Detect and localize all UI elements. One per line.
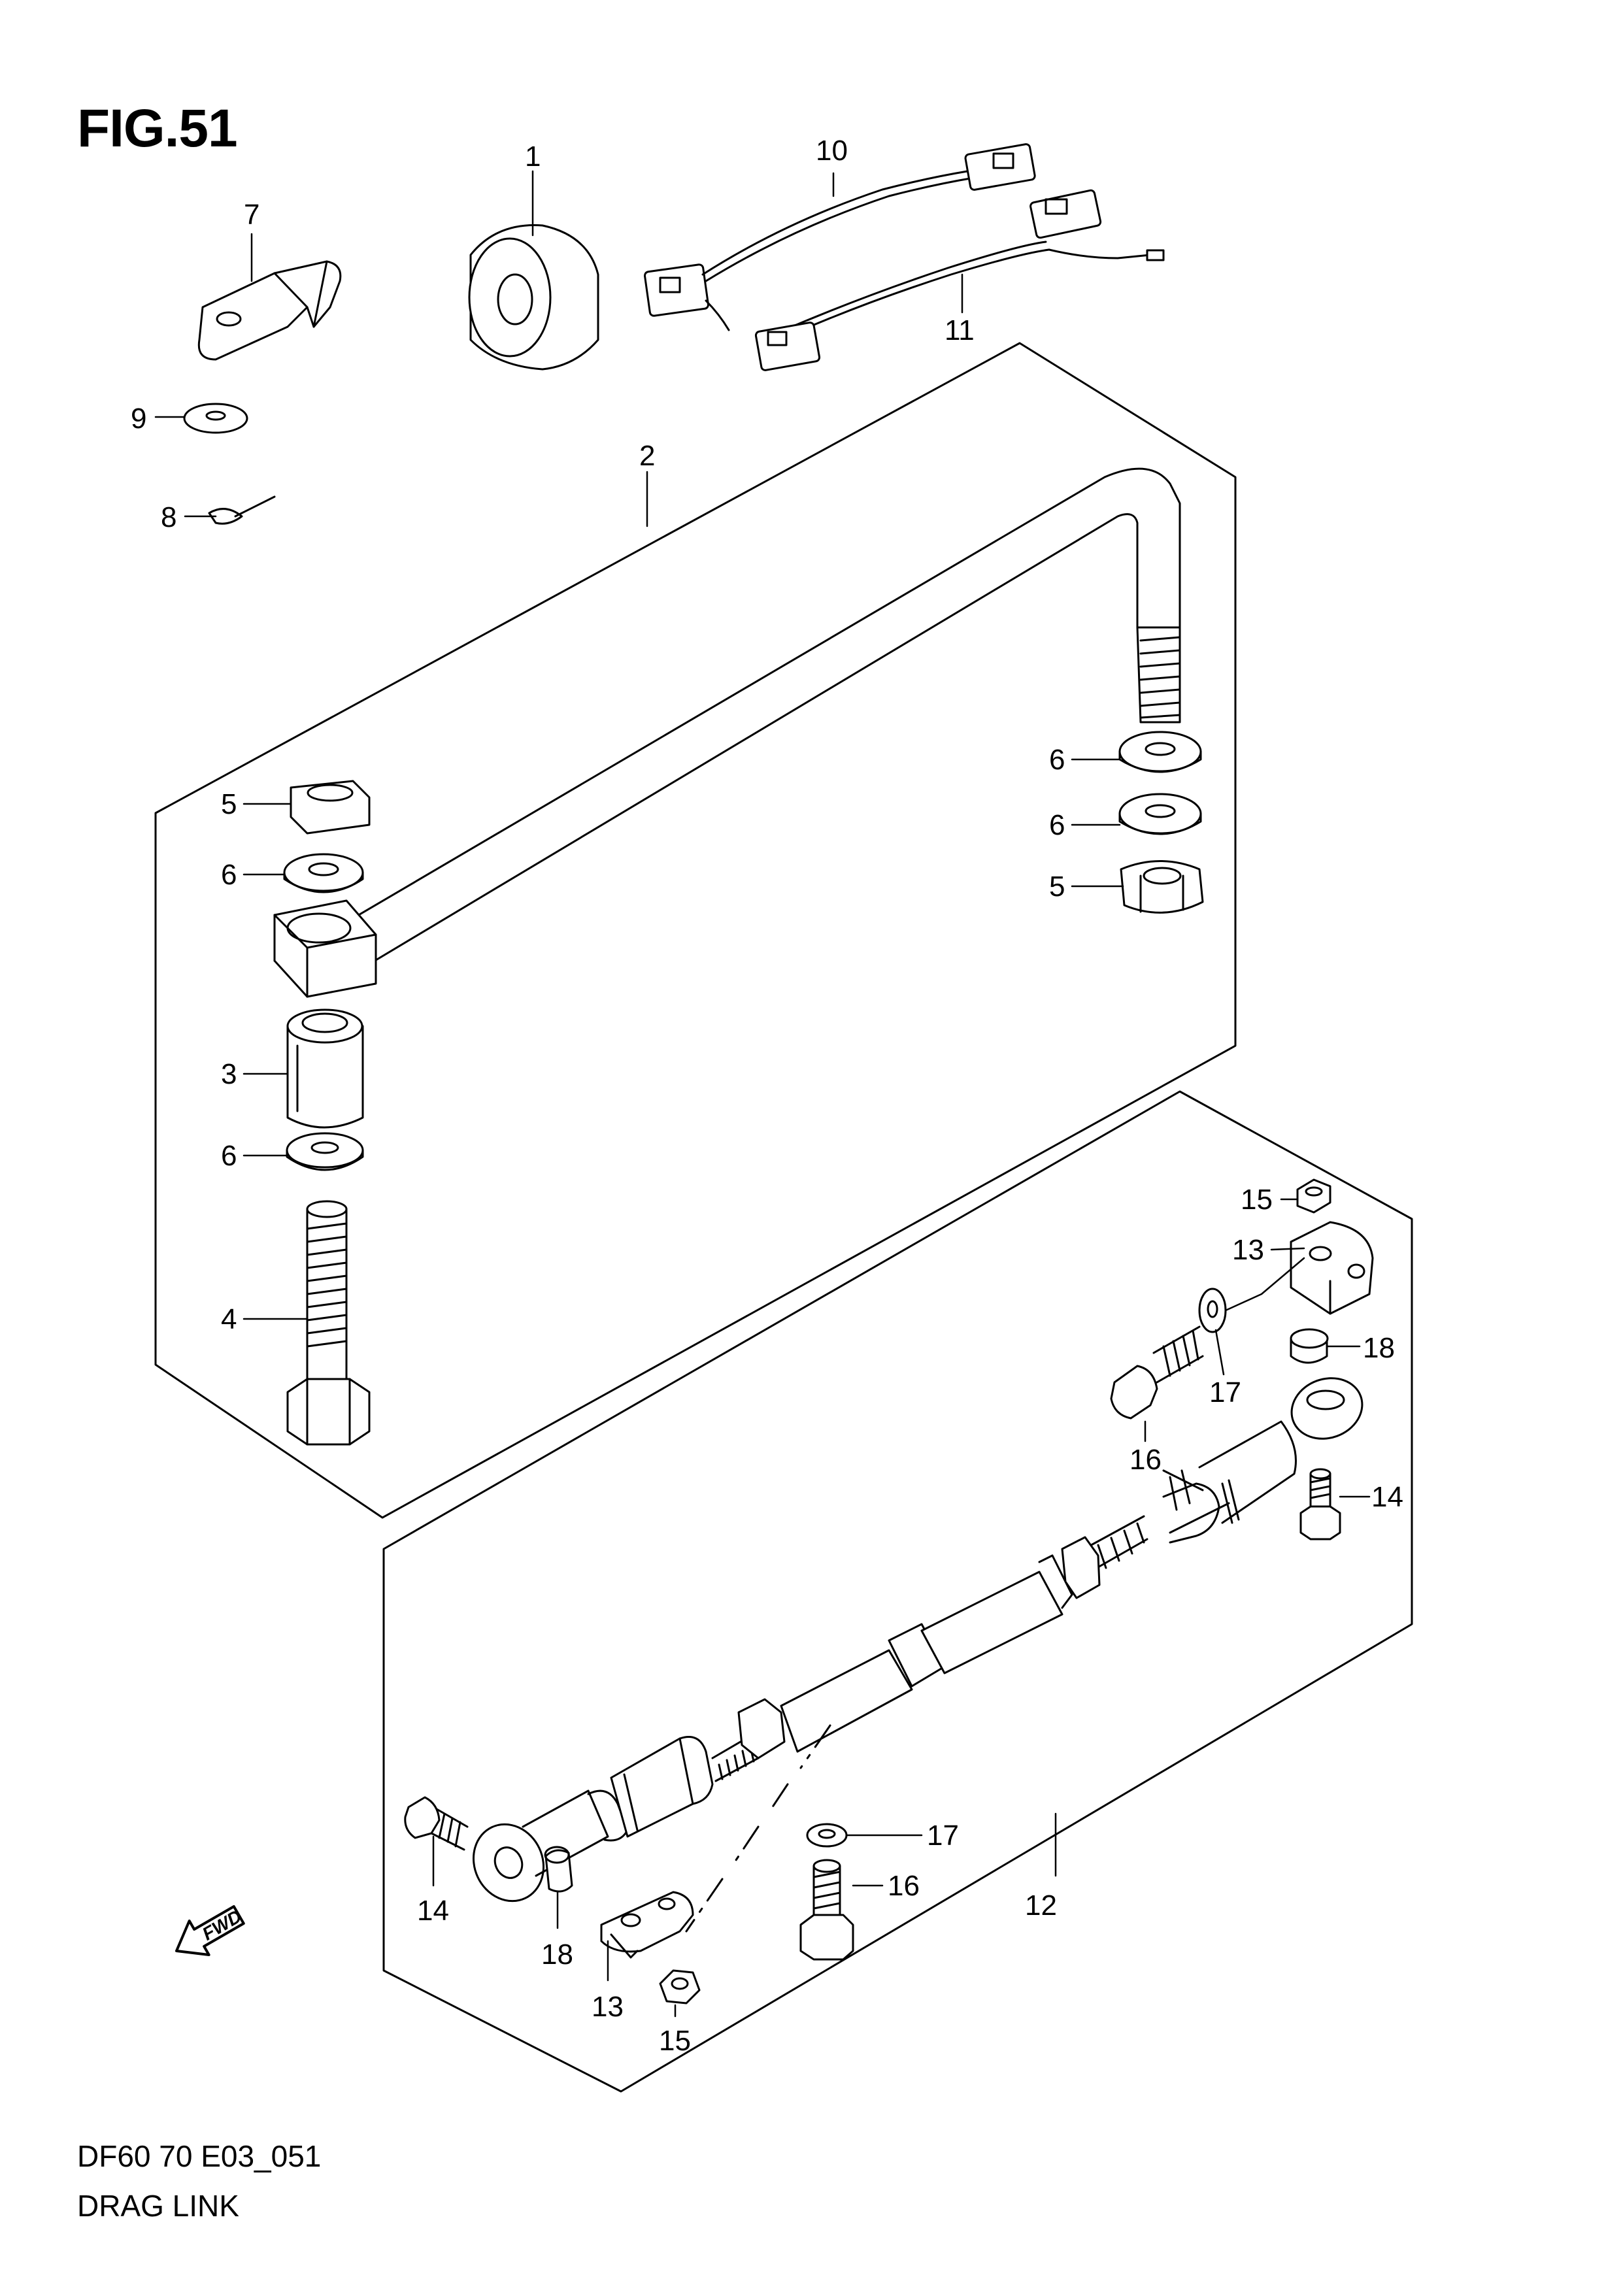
callout-7: 7 [244, 199, 259, 231]
part-9-washer [183, 403, 248, 434]
part-10-11-wiring-harness [643, 143, 1165, 371]
figure-name: DRAG LINK [77, 2189, 239, 2223]
callout-18-left: 18 [541, 1938, 573, 1971]
callout-5-right: 5 [1049, 871, 1065, 903]
part-6-washer-right-top [1118, 731, 1202, 773]
callout-5-left: 5 [221, 788, 237, 820]
part-17-washer-left [806, 1823, 848, 1848]
part-8-cotter-pin [208, 495, 276, 525]
callout-labels: 1 7 9 8 10 11 2 5 6 3 6 4 6 6 5 15 13 18… [131, 135, 1403, 2057]
part-14-bolt-left [404, 1796, 469, 1851]
part-18-spacer-right [1290, 1328, 1329, 1364]
callout-14-left: 14 [417, 1895, 449, 1927]
callout-13-left: 13 [592, 1991, 624, 2023]
callout-10: 10 [816, 135, 848, 167]
part-15-nut-right [1296, 1178, 1331, 1214]
callout-15-right: 15 [1241, 1184, 1273, 1216]
group-box-upper [154, 342, 1237, 1519]
part-6-washer-left-bottom [286, 1132, 364, 1171]
part-5-nut-left [290, 780, 371, 835]
part-16-bolt-left [799, 1859, 854, 1961]
callout-4: 4 [221, 1303, 237, 1335]
callout-17-left: 17 [927, 1820, 959, 1852]
part-16-bolt-right [1110, 1325, 1204, 1420]
callout-1: 1 [525, 141, 541, 173]
part-13-bracket-right [1290, 1221, 1374, 1315]
assembly-centerline [685, 1724, 831, 1933]
leader-lines [154, 170, 1371, 2018]
part-15-nut-left [659, 1969, 701, 2005]
callout-6-right-middle: 6 [1049, 809, 1065, 841]
fwd-arrow-icon: FWD [175, 1905, 245, 1956]
callout-16-left: 16 [888, 1870, 920, 1902]
part-3-collar [286, 1008, 364, 1129]
part-12-drag-link-assembly [472, 1377, 1364, 1903]
part-17-washer-right [1198, 1288, 1227, 1333]
figure-code: DF60 70 E03_051 [77, 2139, 322, 2173]
callout-18-right: 18 [1363, 1332, 1395, 1364]
group-box-lower [382, 1090, 1413, 2093]
callout-6-right-top: 6 [1049, 744, 1065, 776]
part-7-steering-bracket [197, 260, 342, 361]
part-1-bushing [468, 224, 599, 371]
callout-8: 8 [161, 501, 176, 533]
figure-title: FIG.51 [77, 99, 238, 158]
callout-12: 12 [1025, 1889, 1057, 1922]
part-4-bolt [286, 1200, 371, 1446]
callout-14-right: 14 [1371, 1481, 1403, 1513]
callout-13-right: 13 [1232, 1234, 1264, 1266]
part-18-spacer-left [544, 1846, 573, 1893]
callout-11: 11 [945, 314, 975, 346]
callout-6-left-top: 6 [221, 859, 237, 891]
callout-9: 9 [131, 403, 146, 435]
callout-2: 2 [639, 440, 655, 472]
part-2-drag-link-rod [273, 467, 1181, 998]
part-13-bracket-left [600, 1891, 694, 1959]
part-5-nut-right [1120, 860, 1204, 914]
callout-6-left-bottom: 6 [221, 1140, 237, 1172]
part-6-washer-right-middle [1118, 793, 1202, 835]
fwd-label: FWD [199, 1906, 245, 1944]
callout-17-right: 17 [1209, 1376, 1241, 1408]
callout-16-right: 16 [1129, 1444, 1162, 1476]
part-6-washer-left-top [283, 853, 364, 893]
part-14-bolt-right [1299, 1468, 1341, 1540]
callout-15-left: 15 [659, 2025, 691, 2057]
callout-3: 3 [221, 1058, 237, 1090]
